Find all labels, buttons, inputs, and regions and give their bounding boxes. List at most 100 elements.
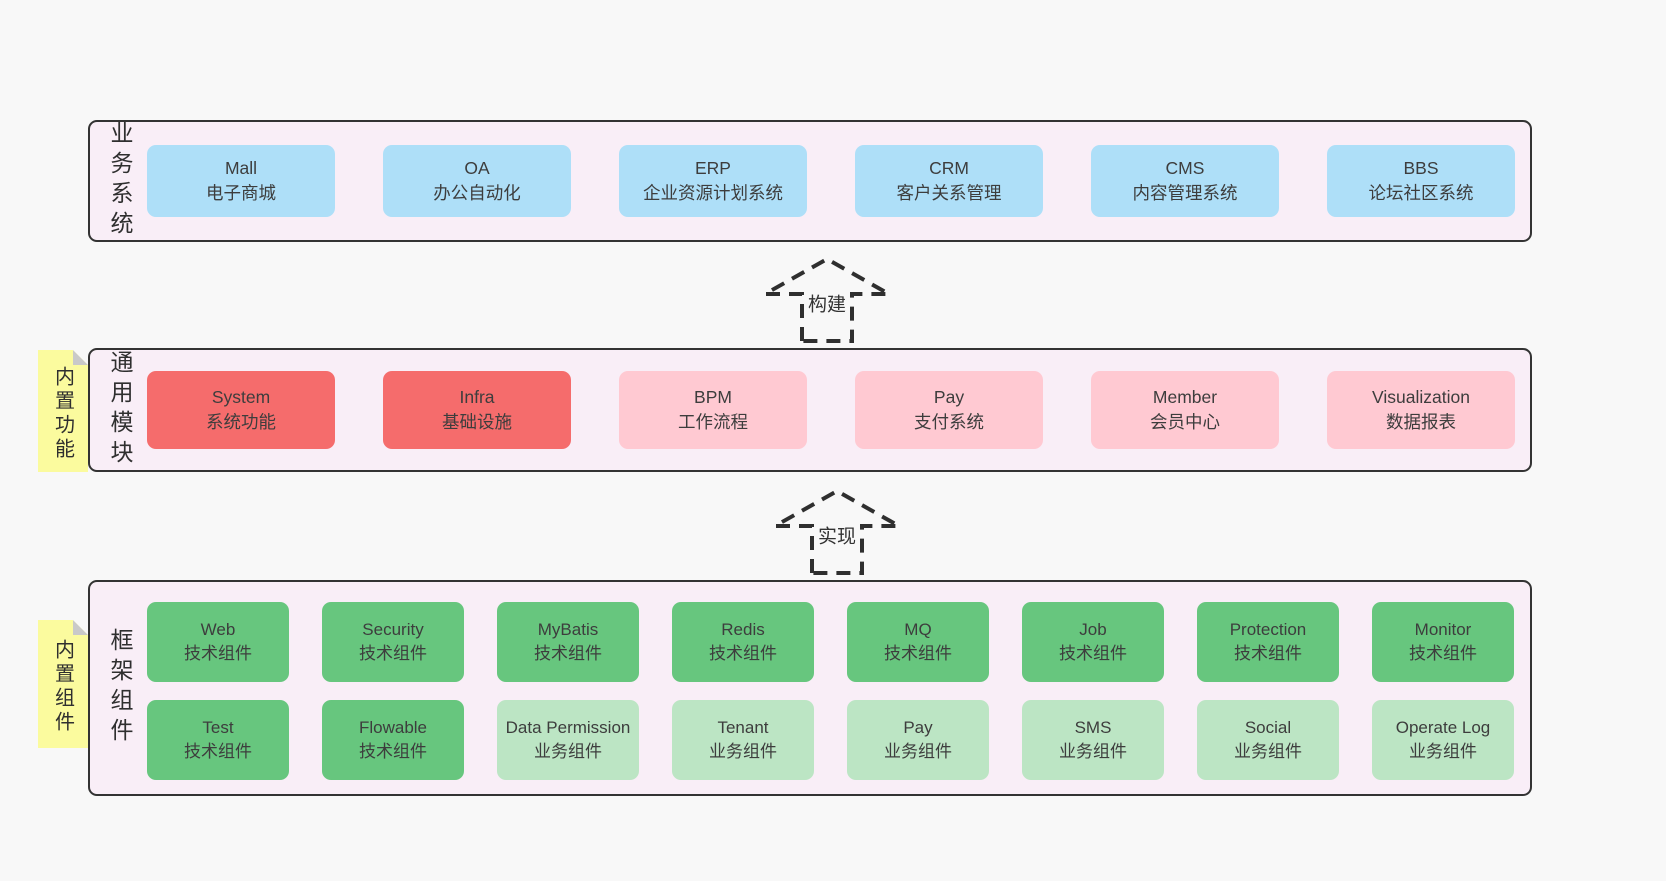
folded-corner-icon [73, 350, 88, 365]
framework-box-row-2: Test 技术组件 Flowable 技术组件 Data Permission … [147, 700, 1514, 780]
box-title: Pay [903, 718, 933, 737]
box-title: CMS [1165, 158, 1205, 178]
box-subtitle: 论坛社区系统 [1368, 183, 1474, 203]
box-subtitle: 支付系统 [914, 412, 984, 432]
framework-component-box: Job 技术组件 [1022, 602, 1164, 682]
box-subtitle: 技术组件 [884, 644, 952, 663]
box-title: Infra [459, 387, 495, 407]
box-subtitle: 技术组件 [1059, 644, 1127, 663]
framework-component-box: SMS 业务组件 [1022, 700, 1164, 780]
box-title: Data Permission [505, 718, 631, 737]
box-title: Operate Log [1395, 718, 1491, 737]
folded-corner-icon [73, 620, 88, 635]
box-title: Redis [721, 620, 765, 639]
box-title: Visualization [1372, 387, 1470, 407]
box-title: Monitor [1414, 620, 1472, 639]
box-subtitle: 技术组件 [184, 644, 252, 663]
framework-component-box: Monitor 技术组件 [1372, 602, 1514, 682]
builtin-features-tab: 内置功能 [38, 350, 88, 472]
module-box: Pay 支付系统 [855, 371, 1043, 449]
panel-side-label-framework: 框架组件 [107, 628, 133, 748]
box-subtitle: 电子商城 [206, 183, 276, 203]
box-title: BPM [694, 387, 732, 407]
box-title: MQ [904, 620, 932, 639]
box-subtitle: 技术组件 [1409, 644, 1477, 663]
framework-component-box: Pay 业务组件 [847, 700, 989, 780]
box-title: CRM [929, 158, 969, 178]
box-title: Flowable [358, 718, 428, 737]
box-title: Pay [933, 387, 965, 407]
business-system-box: CMS 内容管理系统 [1091, 145, 1279, 217]
box-title: Tenant [717, 718, 769, 737]
business-system-box: OA 办公自动化 [383, 145, 571, 217]
framework-component-box: Security 技术组件 [322, 602, 464, 682]
build-arrow-label: 构建 [805, 288, 849, 318]
box-subtitle: 技术组件 [184, 742, 252, 761]
module-box: Visualization 数据报表 [1327, 371, 1515, 449]
box-title: BBS [1403, 158, 1439, 178]
build-arrow: 构建 [758, 254, 896, 344]
box-title: ERP [695, 158, 731, 178]
box-subtitle: 客户关系管理 [896, 183, 1002, 203]
framework-component-box: Social 业务组件 [1197, 700, 1339, 780]
framework-component-box: Test 技术组件 [147, 700, 289, 780]
framework-component-box: Protection 技术组件 [1197, 602, 1339, 682]
framework-component-box: Web 技术组件 [147, 602, 289, 682]
box-subtitle: 技术组件 [534, 644, 602, 663]
framework-box-row-1: Web 技术组件 Security 技术组件 MyBatis 技术组件 Redi… [147, 602, 1514, 682]
box-subtitle: 基础设施 [442, 412, 512, 432]
box-subtitle: 业务组件 [884, 742, 952, 761]
box-subtitle: 数据报表 [1386, 412, 1456, 432]
box-title: Member [1152, 387, 1218, 407]
box-subtitle: 技术组件 [359, 742, 427, 761]
box-title: Web [200, 620, 236, 639]
box-title: Mall [224, 158, 258, 178]
up-arrow-icon [758, 256, 896, 343]
builtin-components-tab-label: 内置组件 [51, 638, 74, 735]
business-system-box: ERP 企业资源计划系统 [619, 145, 807, 217]
box-title: System [211, 387, 271, 407]
up-arrow-icon [768, 488, 906, 575]
box-subtitle: 企业资源计划系统 [643, 183, 783, 203]
framework-components-panel: 框架组件 Web 技术组件 Security 技术组件 MyBatis 技术组件 [88, 580, 1532, 796]
implement-arrow: 实现 [768, 486, 906, 576]
framework-component-box: Flowable 技术组件 [322, 700, 464, 780]
box-title: Social [1244, 718, 1292, 737]
box-title: MyBatis [537, 620, 599, 639]
module-box: System 系统功能 [147, 371, 335, 449]
framework-component-box: Operate Log 业务组件 [1372, 700, 1514, 780]
module-box: Member 会员中心 [1091, 371, 1279, 449]
box-subtitle: 内容管理系统 [1132, 183, 1238, 203]
framework-component-box: Data Permission 业务组件 [497, 700, 639, 780]
panel-side-label-business: 业务系统 [107, 121, 133, 241]
implement-arrow-label: 实现 [815, 520, 859, 550]
box-subtitle: 会员中心 [1150, 412, 1220, 432]
box-subtitle: 业务组件 [709, 742, 777, 761]
box-subtitle: 技术组件 [709, 644, 777, 663]
framework-component-box: Redis 技术组件 [672, 602, 814, 682]
common-modules-panel: 通用模块 System 系统功能 Infra 基础设施 BPM 工作流程 [88, 348, 1532, 472]
builtin-components-tab: 内置组件 [38, 620, 88, 748]
module-box: BPM 工作流程 [619, 371, 807, 449]
framework-component-box: Tenant 业务组件 [672, 700, 814, 780]
business-system-box: BBS 论坛社区系统 [1327, 145, 1515, 217]
box-subtitle: 业务组件 [1234, 742, 1302, 761]
business-system-box: Mall 电子商城 [147, 145, 335, 217]
box-subtitle: 业务组件 [534, 742, 602, 761]
box-title: Protection [1229, 620, 1307, 639]
box-title: Security [362, 620, 424, 639]
modules-box-row: System 系统功能 Infra 基础设施 BPM 工作流程 Pay 支付系统 [147, 350, 1515, 470]
box-title: OA [464, 158, 490, 178]
framework-component-box: MQ 技术组件 [847, 602, 989, 682]
framework-component-box: MyBatis 技术组件 [497, 602, 639, 682]
business-box-row: Mall 电子商城 OA 办公自动化 ERP 企业资源计划系统 CRM 客户关系… [147, 122, 1515, 240]
box-subtitle: 业务组件 [1409, 742, 1477, 761]
box-subtitle: 系统功能 [206, 412, 276, 432]
box-subtitle: 技术组件 [359, 644, 427, 663]
box-title: SMS [1074, 718, 1112, 737]
business-systems-panel: 业务系统 Mall 电子商城 OA 办公自动化 ERP 企业资源计划系统 [88, 120, 1532, 242]
box-title: Job [1079, 620, 1107, 639]
box-subtitle: 工作流程 [678, 412, 748, 432]
module-box: Infra 基础设施 [383, 371, 571, 449]
